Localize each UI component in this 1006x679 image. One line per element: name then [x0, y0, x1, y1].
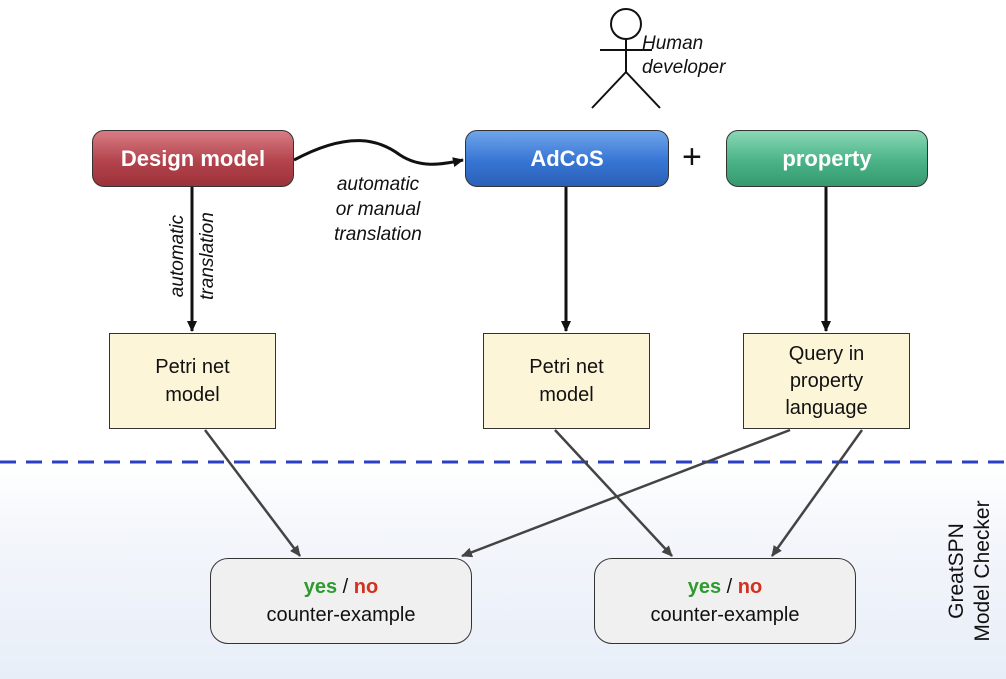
query-in-property-language: Query in property language	[743, 333, 910, 429]
human-label-line1: Human	[642, 33, 704, 54]
manual-translation-label: automatic or manual translation	[318, 172, 438, 247]
petri-net-model-1: Petri net model	[109, 333, 276, 429]
result-box-1: yes / no counter-example	[210, 558, 472, 644]
adcos-node: AdCoS	[465, 130, 669, 187]
plus-sign: +	[682, 138, 702, 176]
manual-translation-line2: or manual	[335, 199, 421, 220]
separator: /	[337, 576, 354, 598]
yes-label: yes	[687, 576, 722, 598]
counter-example-label: counter-example	[266, 604, 416, 626]
checker-line2: Model Checker	[971, 500, 994, 642]
greatspn-model-checker-label: GreatSPN Model Checker	[944, 481, 996, 661]
human-label-line2: developer	[642, 57, 726, 78]
property-node: property	[726, 130, 928, 187]
result-verdict-1: yes / no	[304, 573, 378, 601]
no-label: no	[353, 576, 379, 598]
yes-label: yes	[303, 576, 338, 598]
checker-line1: GreatSPN	[945, 523, 968, 619]
arrow-query-to-result2	[770, 429, 864, 557]
manual-translation-line1: automatic	[336, 174, 420, 195]
human-developer-icon	[591, 8, 661, 109]
auto-translation-label-line2: translation	[197, 212, 218, 300]
petri-net-model-2: Petri net model	[483, 333, 650, 429]
no-label: no	[737, 576, 763, 598]
arrow-petri1-to-result1	[204, 429, 301, 557]
arrow-petri2-to-result2	[554, 429, 673, 557]
arrow-query-to-result1	[461, 428, 791, 558]
result-box-2: yes / no counter-example	[594, 558, 856, 644]
result-verdict-2: yes / no	[688, 573, 762, 601]
arrow-design-to-adcos	[293, 139, 464, 168]
manual-translation-line3: translation	[334, 224, 422, 245]
design-model-node: Design model	[92, 130, 294, 187]
separator: /	[721, 576, 738, 598]
counter-example-label: counter-example	[650, 604, 800, 626]
auto-translation-label-line1: automatic	[167, 214, 188, 298]
human-developer-label: Human developer	[642, 32, 725, 80]
